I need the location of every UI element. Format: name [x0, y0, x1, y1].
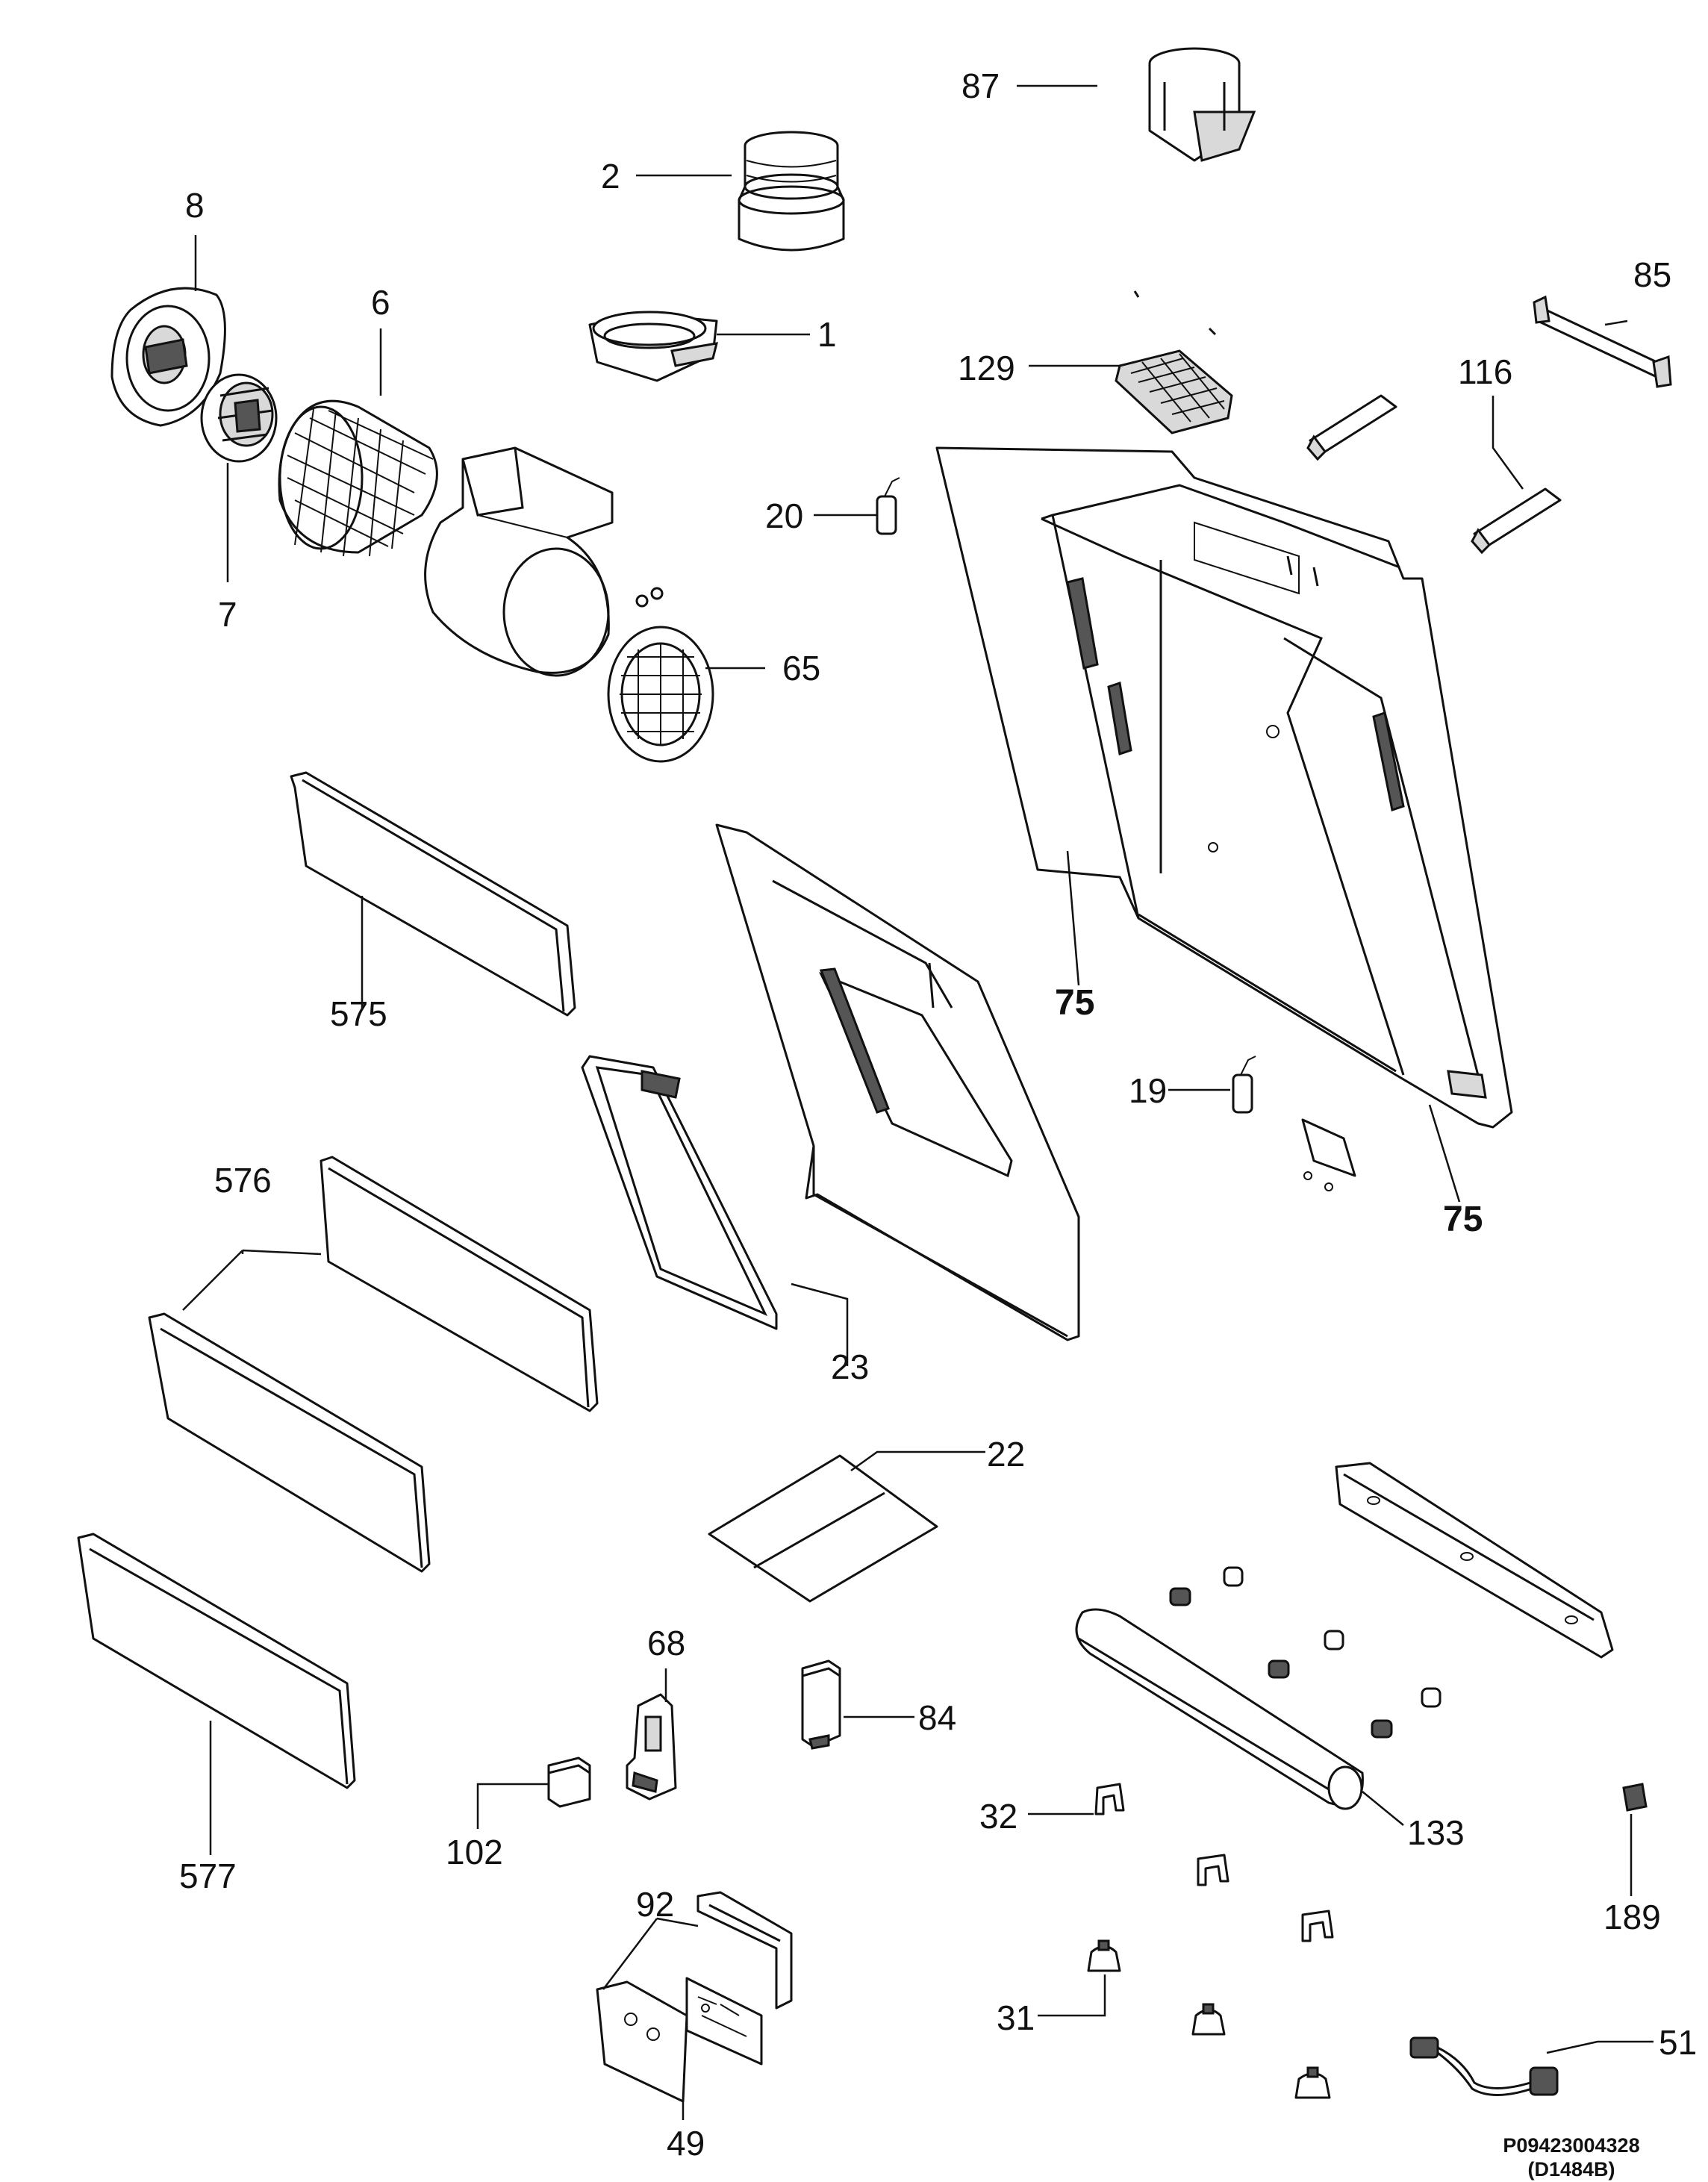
label-6: 6 [371, 283, 390, 322]
part-7-motor [200, 373, 278, 463]
part-65-fan-guard [607, 587, 714, 763]
part-129-grille [1115, 290, 1233, 434]
part-576-side-panel-lower [148, 1312, 431, 1573]
label-2: 2 [601, 157, 620, 196]
label-7: 7 [218, 595, 237, 634]
part-116-brackets [1306, 394, 1562, 555]
part-577-side-panel [77, 1533, 356, 1789]
blower-scroll-housing [424, 446, 614, 677]
part-2-outlet-collar [738, 131, 845, 252]
label-68: 68 [647, 1624, 686, 1662]
side-rail [1335, 1462, 1614, 1659]
label-577: 577 [179, 1857, 237, 1895]
part-75-hood-body [935, 446, 1513, 1129]
label-20: 20 [765, 496, 804, 535]
part-32-clips [1094, 1783, 1334, 1942]
label-576: 576 [214, 1161, 272, 1200]
label-75-upper: 75 [1055, 983, 1095, 1023]
part-92-control-box [596, 1891, 793, 2103]
part-6-blower-wheel [278, 399, 438, 557]
label-575: 575 [330, 994, 387, 1033]
label-65: 65 [782, 649, 821, 688]
part-68-switch-bracket [626, 1693, 677, 1801]
part-20-capacitor [876, 477, 900, 535]
part-87-outlet-adapter [1148, 47, 1256, 162]
label-92: 92 [636, 1885, 675, 1924]
label-84: 84 [918, 1698, 957, 1737]
part-133-light-bar [1075, 1608, 1364, 1810]
lamp-holders [1169, 1566, 1441, 1739]
label-19: 19 [1129, 1071, 1168, 1110]
label-189: 189 [1603, 1898, 1661, 1936]
part-22-panel [708, 1454, 938, 1603]
label-85: 85 [1633, 255, 1672, 294]
label-51: 51 [1659, 2023, 1698, 2062]
label-32: 32 [979, 1797, 1018, 1836]
part-84-switch [801, 1659, 841, 1750]
part-102-connector [547, 1756, 591, 1808]
label-87: 87 [961, 66, 1000, 105]
reference-number: P09423004328 [1503, 2134, 1640, 2157]
label-23: 23 [831, 1347, 870, 1386]
part-51-cable [1409, 2036, 1559, 2096]
label-1: 1 [817, 315, 837, 354]
part-19-capacitor [1232, 1056, 1256, 1114]
part-1-flange-ring [588, 311, 719, 382]
part-31-lamps [1087, 1939, 1331, 2099]
part-23-filter [581, 1055, 778, 1330]
reference-code: P09423004328 (D1484B) [1482, 2133, 1661, 2182]
label-75-lower: 75 [1443, 1200, 1483, 1239]
label-31: 31 [997, 1998, 1035, 2037]
label-22: 22 [987, 1435, 1026, 1474]
part-575-side-panel [290, 771, 576, 1017]
leader-lines [182, 84, 1654, 2120]
label-102: 102 [446, 1833, 503, 1871]
part-576-side-panel-upper [320, 1156, 599, 1412]
front-panel [715, 823, 1080, 1341]
drawing-number: (D1484B) [1527, 2158, 1615, 2181]
part-189-small-switch [1622, 1783, 1648, 1812]
part-85-bracket [1533, 295, 1672, 388]
label-133: 133 [1407, 1813, 1465, 1852]
label-116: 116 [1458, 352, 1513, 391]
mounting-plate [1301, 1118, 1356, 1191]
label-49: 49 [667, 2124, 705, 2163]
part-8-motor-plate [110, 287, 226, 427]
label-8: 8 [185, 186, 205, 225]
part-49-pcb [685, 1977, 763, 2066]
label-129: 129 [958, 349, 1015, 387]
